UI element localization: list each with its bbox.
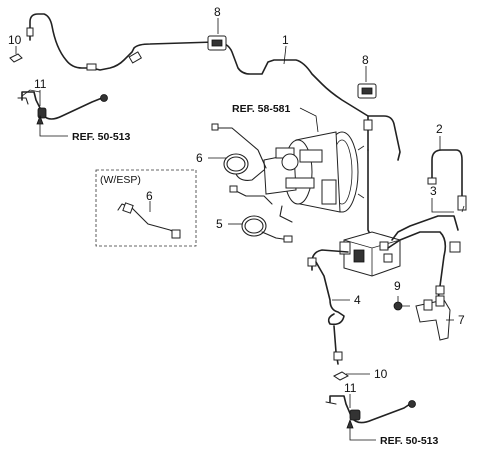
esp-variant-box: (W/ESP) 6 [95,169,197,247]
hose-assembly-top-left [17,89,108,120]
ref-arrow-bottom [346,418,376,441]
callout-4: 4 [354,293,361,307]
callout-6-esp: 6 [146,189,153,203]
bracket-7 [415,295,451,341]
ref-label-top-left: REF. 50-513 [72,131,131,143]
callout-6: 6 [196,151,203,165]
clip-8-right [357,83,377,99]
leader-lines [15,18,454,408]
coiled-pipe-6 [211,123,267,181]
callout-8-left: 8 [214,5,221,19]
esp-label: (W/ESP) [100,174,141,186]
clip-10-bottom [333,371,349,381]
clip-8-left [207,35,227,51]
hose-assembly-bottom [325,395,416,424]
ref-arrow-top-left [36,114,68,137]
callout-10-bottom: 10 [374,367,388,381]
brake-pipe-3 [387,215,461,301]
callout-11-top: 11 [34,77,47,91]
brake-pipe-2 [427,149,467,213]
callout-7: 7 [458,313,465,327]
ref-label-booster: REF. 58-581 [232,103,291,115]
callout-9: 9 [394,279,401,293]
hydraulic-unit [339,231,401,277]
callout-1: 1 [282,33,289,47]
clip-10-top [9,53,23,63]
bolt-9 [393,301,410,311]
callout-5: 5 [216,217,223,231]
callout-8-right: 8 [362,53,369,67]
ref-label-bottom: REF. 50-513 [380,435,439,447]
brake-pipe-4 [307,249,349,365]
coiled-pipe-5 [229,185,293,243]
callout-3: 3 [430,184,437,198]
brake-booster-assembly [263,131,365,223]
callout-2: 2 [436,122,443,136]
callout-10-top: 10 [8,33,22,47]
callout-11-bottom: 11 [344,381,357,395]
